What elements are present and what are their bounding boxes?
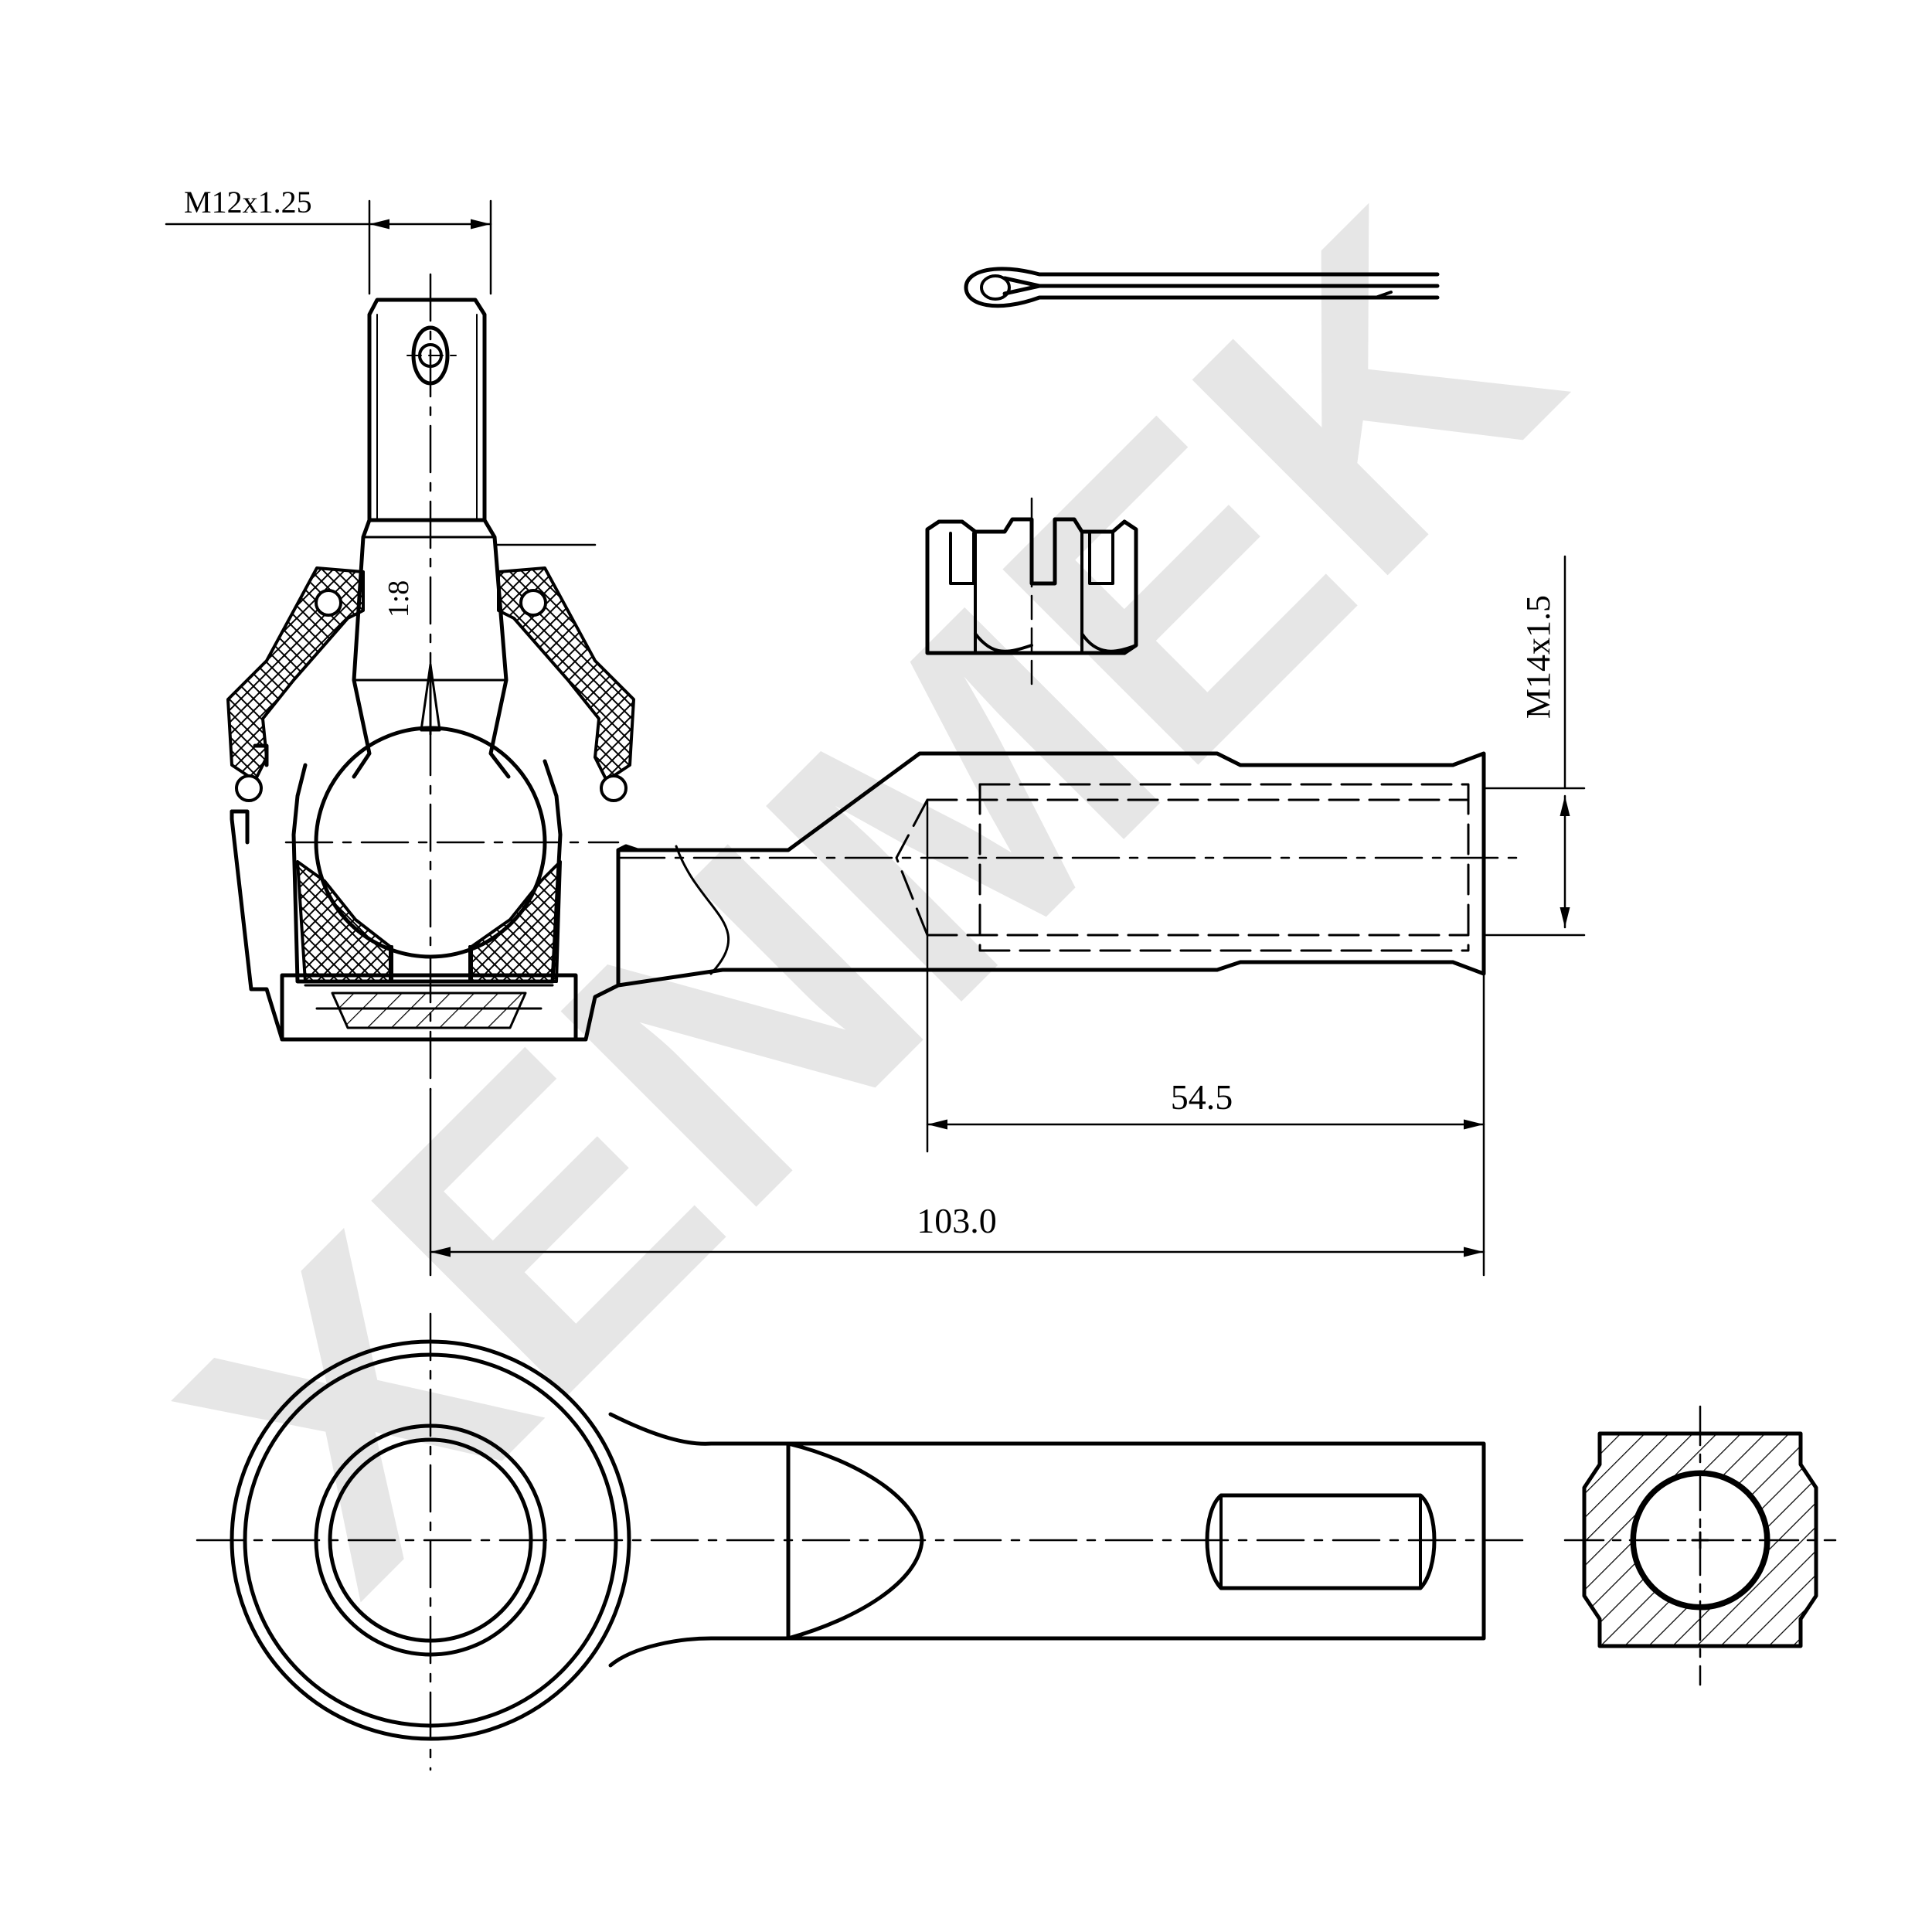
slot [1205, 1493, 1437, 1590]
thread-depth-label: 54.5 [1171, 1077, 1233, 1117]
ball-stud [367, 298, 487, 522]
housing [230, 751, 1486, 1042]
rod-axis [284, 841, 1524, 859]
socket-cavity [291, 759, 563, 984]
internal-thread [895, 783, 1470, 952]
dimension-lines [165, 199, 1586, 1277]
dust-boot [226, 566, 365, 782]
top-view [196, 1312, 1524, 1771]
bottom-plug [280, 973, 578, 1042]
rod-thread-label: M14x1.5 [1519, 595, 1557, 719]
side-view [226, 273, 1524, 1091]
section-view [1563, 1405, 1837, 1686]
castle-nut [925, 497, 1138, 685]
overall-length-label: 103.0 [917, 1201, 997, 1240]
cotter-pin [964, 267, 1440, 308]
stud-thread-label: M12x1.25 [184, 185, 312, 219]
taper-label: 1:8 [383, 580, 415, 618]
